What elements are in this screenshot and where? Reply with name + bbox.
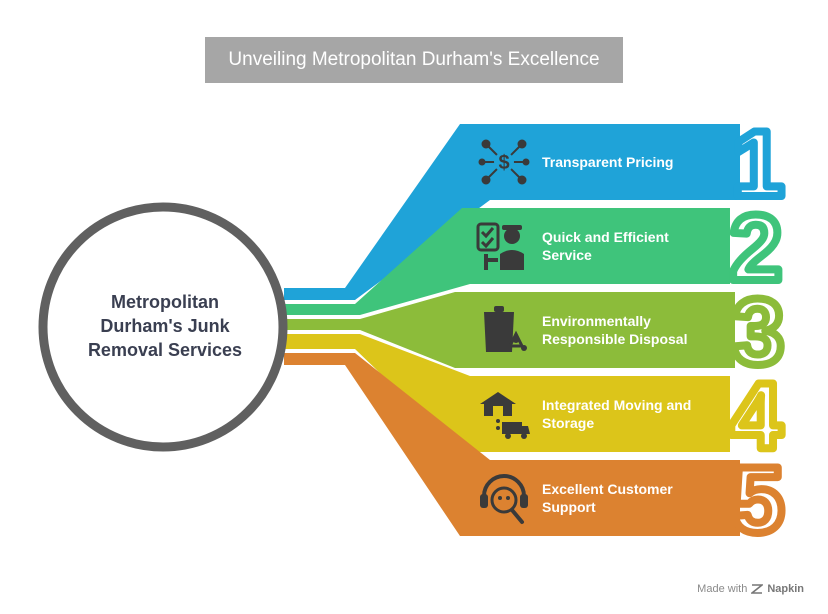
item-label-3: Environmentally Responsible Disposal (542, 312, 712, 348)
item-1-line-1: Transparent Pricing (542, 154, 674, 170)
item-3-line-1: Environmentally (542, 313, 651, 329)
title-banner: Unveiling Metropolitan Durham's Excellen… (205, 37, 623, 83)
watermark-prefix: Made with (697, 583, 748, 595)
item-5-line-2: Support (542, 499, 596, 515)
center-label: Metropolitan Durham's Junk Removal Servi… (70, 290, 260, 362)
title-text: Unveiling Metropolitan Durham's Excellen… (228, 49, 600, 70)
napkin-logo-icon (751, 584, 764, 594)
headset-support-icon (480, 474, 528, 524)
pricing-network-icon: $ (478, 139, 530, 185)
worker-checklist-icon (476, 222, 524, 270)
item-label-4: Integrated Moving and Storage (542, 396, 712, 432)
item-label-2: Quick and Efficient Service (542, 228, 712, 264)
center-circle (38, 202, 288, 452)
svg-text:$: $ (498, 152, 509, 174)
item-4-line-1: Integrated Moving and (542, 397, 692, 413)
item-2-line-2: Service (542, 247, 592, 263)
item-label-5: Excellent Customer Support (542, 480, 712, 516)
item-2-line-1: Quick and Efficient (542, 229, 669, 245)
watermark: Made with Napkin (697, 583, 804, 595)
number-2: 2 (730, 195, 782, 300)
item-label-1: Transparent Pricing (542, 153, 712, 171)
number-1: 1 (732, 111, 784, 216)
number-5: 5 (732, 447, 784, 552)
center-line-1: Metropolitan (111, 292, 219, 312)
band-1 (284, 124, 740, 300)
number-4: 4 (730, 363, 782, 468)
number-3: 3 (732, 279, 784, 384)
item-4-line-2: Storage (542, 415, 595, 431)
center-line-3: Removal Services (87, 340, 243, 360)
recycle-bin-icon (484, 306, 527, 352)
item-3-line-2: Responsible Disposal (542, 331, 688, 347)
center-line-2: Durham's Junk (100, 316, 230, 336)
item-5-line-1: Excellent Customer (542, 481, 673, 497)
band-5 (284, 353, 740, 536)
watermark-brand: Napkin (767, 583, 804, 595)
band-4 (284, 334, 730, 452)
house-truck-icon (480, 392, 530, 439)
